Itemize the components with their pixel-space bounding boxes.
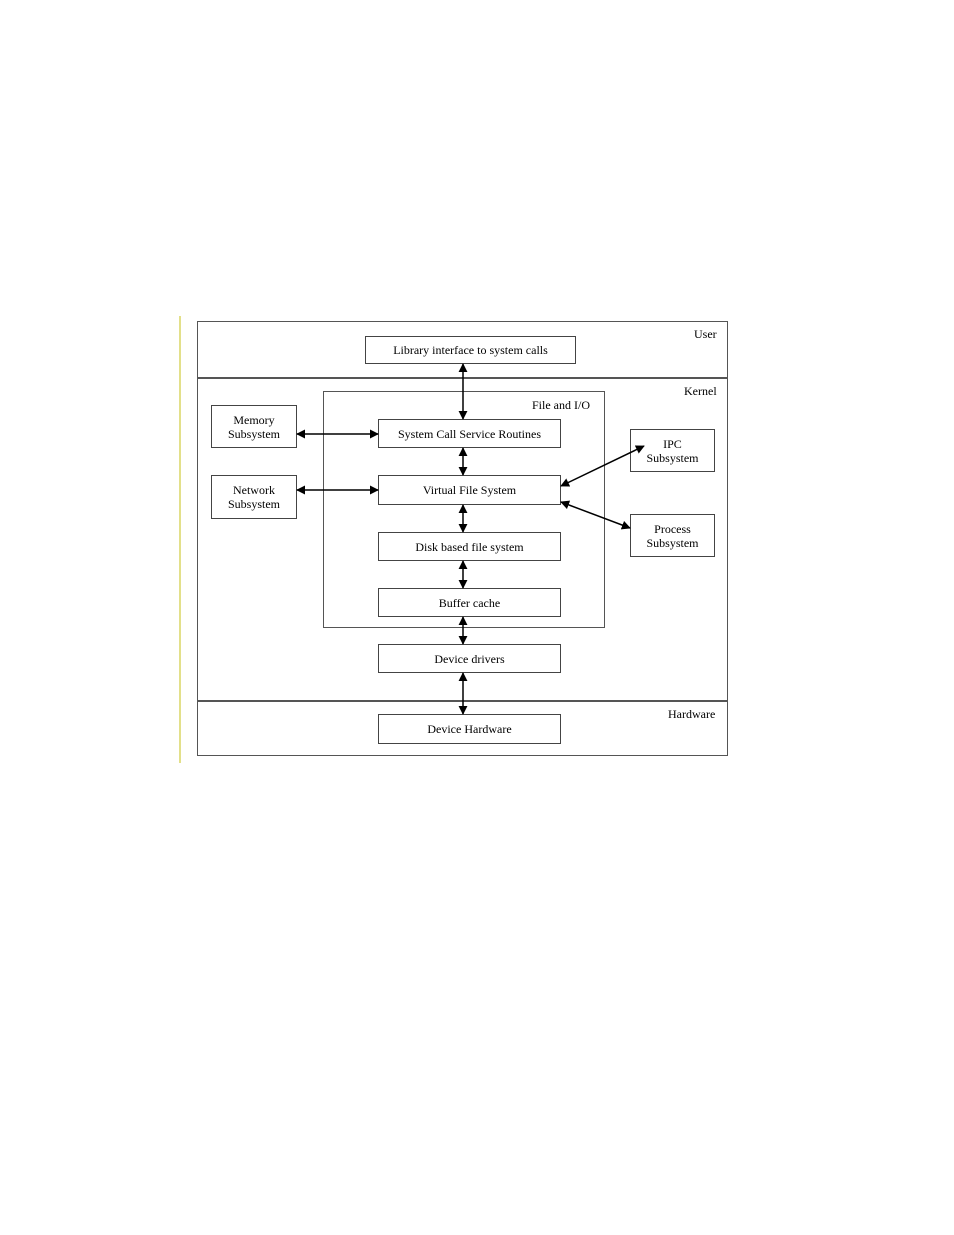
- buffer-cache-box: Buffer cache: [378, 588, 561, 617]
- process-subsystem-box: Process Subsystem: [630, 514, 715, 557]
- disk-based-fs-box: Disk based file system: [378, 532, 561, 561]
- region-label-user: User: [694, 327, 717, 342]
- virtual-file-system-box: Virtual File System: [378, 475, 561, 505]
- file-io-group-label: File and I/O: [532, 398, 590, 413]
- memory-subsystem-box: Memory Subsystem: [211, 405, 297, 448]
- region-label-kernel: Kernel: [684, 384, 717, 399]
- system-call-service-box: System Call Service Routines: [378, 419, 561, 448]
- region-label-hardware: Hardware: [668, 707, 715, 722]
- kernel-hardware-divider: [197, 700, 728, 702]
- user-kernel-divider: [197, 377, 728, 379]
- margin-highlight-bar: [179, 316, 181, 763]
- network-subsystem-box: Network Subsystem: [211, 475, 297, 519]
- device-hardware-box: Device Hardware: [378, 714, 561, 744]
- ipc-subsystem-box: IPC Subsystem: [630, 429, 715, 472]
- device-drivers-box: Device drivers: [378, 644, 561, 673]
- library-interface-box: Library interface to system calls: [365, 336, 576, 364]
